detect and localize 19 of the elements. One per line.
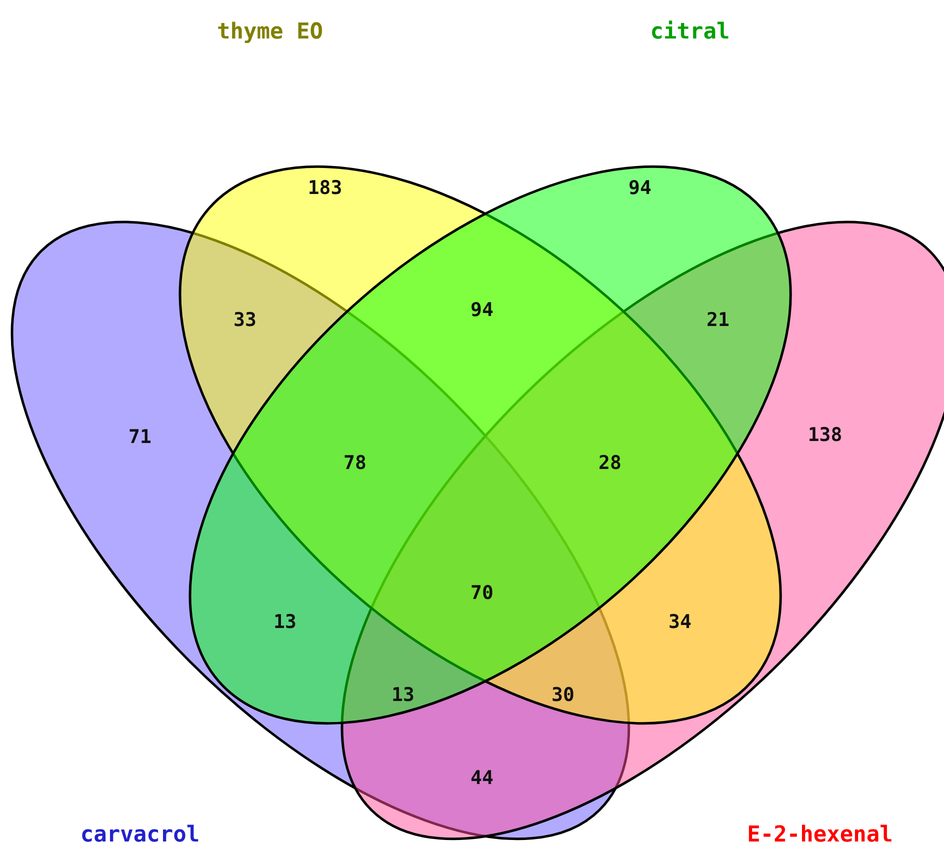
region-count: 34 [668,611,692,633]
set-label: E-2-hexenal [747,822,893,848]
region-count: 28 [598,452,622,474]
region-count: 94 [628,177,652,199]
region-count: 33 [234,309,256,331]
region-count: 30 [552,684,574,706]
region-count: 71 [128,426,152,448]
region-count: 13 [274,611,296,633]
region-count: 44 [470,767,494,789]
set-label: citral [650,20,730,44]
region-count: 138 [808,424,842,446]
set-label: carvacrol [80,822,200,848]
region-count: 21 [706,309,730,331]
region-count: 13 [392,684,414,706]
region-count: 183 [308,177,342,199]
region-count: 70 [470,582,494,604]
region-count: 78 [344,452,366,474]
region-count: 94 [470,299,494,321]
set-label: thyme EO [217,20,323,44]
